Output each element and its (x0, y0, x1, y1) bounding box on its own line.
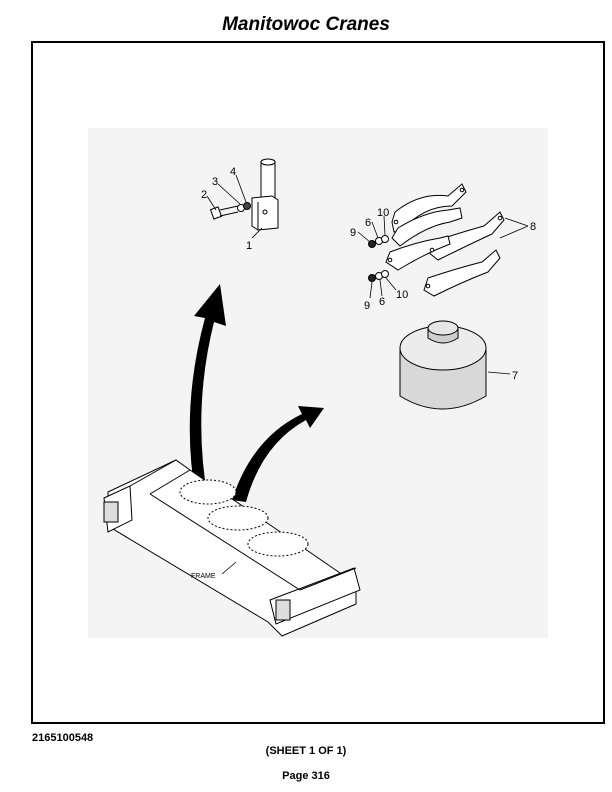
callout-4: 4 (230, 166, 236, 178)
document-number: 2165100548 (32, 732, 94, 744)
nut-part (368, 240, 376, 248)
callout-2: 2 (201, 189, 207, 201)
bracket-post-part (251, 158, 279, 231)
frame-label: FRAME (191, 573, 216, 580)
page-title: Manitowoc Cranes (222, 14, 390, 35)
callout-3: 3 (212, 176, 218, 188)
callout-6-lower: 6 (379, 296, 385, 308)
callout-6-upper: 6 (365, 217, 371, 229)
callout-8: 8 (530, 221, 536, 233)
strap-clamp-part (385, 183, 505, 297)
direction-arrow-right (232, 406, 324, 502)
drawing-border (31, 41, 605, 724)
carbody-frame (103, 459, 361, 637)
direction-arrow-up (189, 284, 226, 500)
callout-9-upper: 9 (350, 227, 356, 239)
lockwasher-part (243, 202, 251, 210)
callout-10-lower: 10 (396, 289, 408, 301)
washer-part (381, 270, 389, 278)
counterweight-part (399, 320, 487, 410)
callout-9-lower: 9 (364, 300, 370, 312)
bolt-part (209, 205, 239, 220)
callout-1: 1 (246, 240, 252, 252)
page-number: Page 316 (282, 770, 330, 782)
callout-10-upper: 10 (377, 207, 389, 219)
nut-part (368, 274, 376, 282)
sheet-indicator: (SHEET 1 OF 1) (265, 745, 347, 757)
washer-part (381, 235, 389, 243)
callout-7: 7 (512, 370, 518, 382)
